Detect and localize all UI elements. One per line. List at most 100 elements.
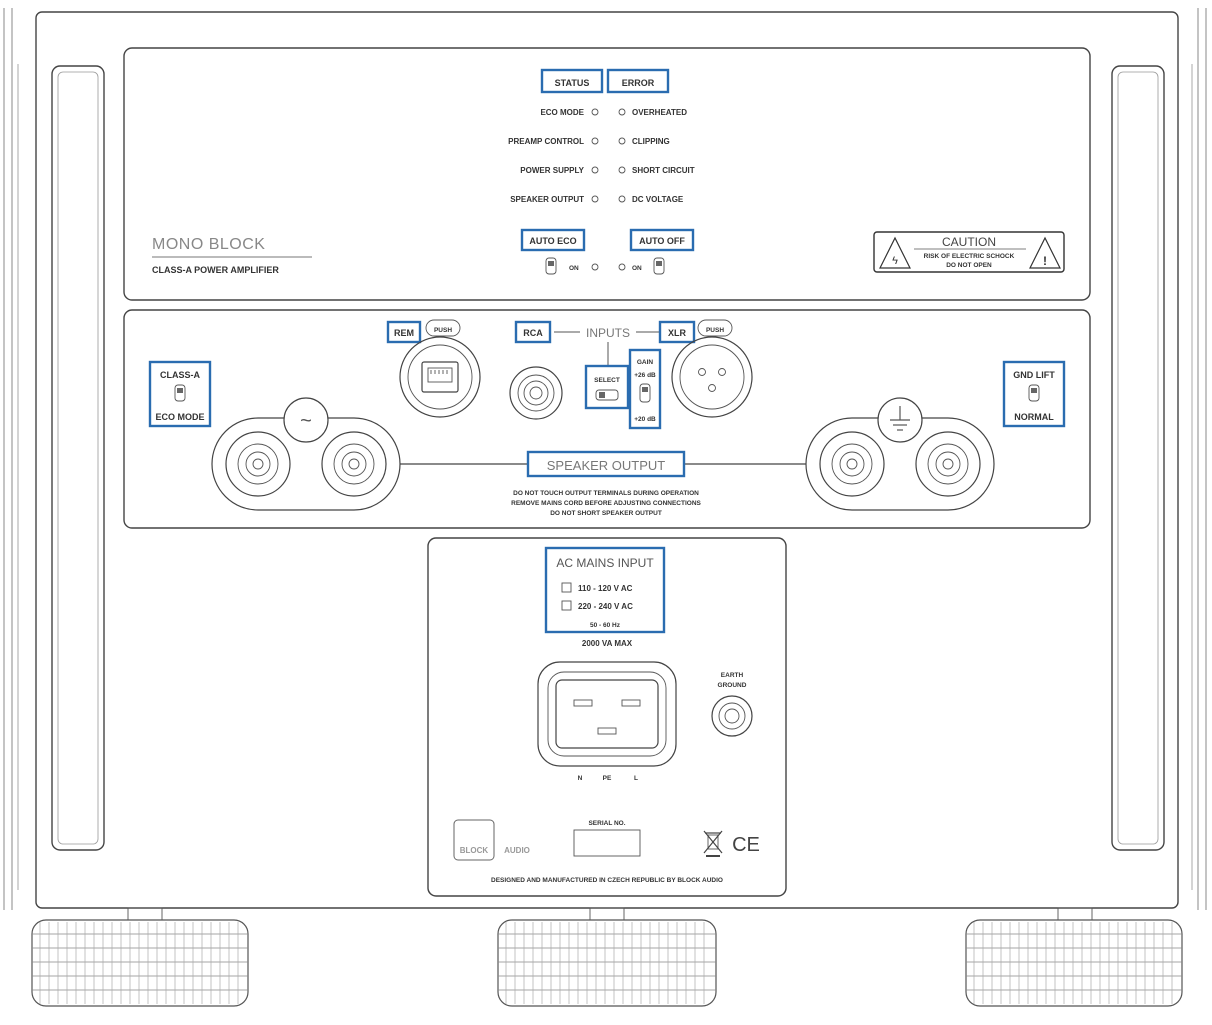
status-item-preamp-control: PREAMP CONTROL: [508, 137, 584, 146]
xlr-push-label: PUSH: [706, 327, 724, 334]
class-a-highlight-box: [148, 360, 212, 428]
status-led-speaker-output: [591, 195, 599, 203]
error-led-short-circuit: [618, 166, 626, 174]
weee-bin-icon: [703, 830, 723, 857]
select-highlight-box: [584, 364, 630, 410]
rem-label: REM: [394, 328, 414, 338]
status-led-preamp-control: [591, 137, 599, 145]
error-label: ERROR: [622, 78, 655, 88]
gnd-lift-toggle-switch[interactable]: [1028, 384, 1040, 402]
auto-eco-toggle-switch[interactable]: [545, 257, 557, 275]
right-speaker-terminals: [805, 397, 995, 511]
speaker-binding-post-right-1[interactable]: [819, 431, 885, 497]
gain-high-label: +26 dB: [634, 372, 656, 379]
voltage-option-2-checkbox[interactable]: [561, 600, 572, 611]
gain-highlight-box: [628, 348, 662, 430]
caution-label: ϟ ! CAUTION RISK OF ELECTRIC SCHOCK DO N…: [873, 231, 1065, 273]
error-highlight-box: [606, 68, 670, 94]
select-label: SELECT: [594, 377, 620, 384]
speaker-binding-post-left-1[interactable]: [225, 431, 291, 497]
ac-mains-title: AC MAINS INPUT: [556, 556, 654, 570]
rca-highlight-box: [514, 320, 552, 344]
rca-input-jack[interactable]: [509, 366, 563, 420]
caution-title: CAUTION: [942, 235, 996, 249]
speaker-output-highlight-box: [526, 450, 686, 478]
status-label: STATUS: [555, 78, 590, 88]
earth-label-line-2: GROUND: [718, 682, 747, 689]
class-a-eco-toggle-switch[interactable]: [174, 384, 186, 402]
io-panel: CLASS-A ECO MODE GND LIFT NORMAL ~: [123, 309, 1091, 529]
pin-pe-label: PE: [603, 775, 612, 782]
status-highlight-box: [540, 68, 604, 94]
gain-low-label: +20 dB: [634, 416, 656, 423]
gnd-lift-label: GND LIFT: [1013, 370, 1055, 380]
eco-mode-label: ECO MODE: [155, 412, 204, 422]
auto-off-label: AUTO OFF: [639, 236, 685, 246]
rem-push-label: PUSH: [434, 327, 452, 334]
logo-block-text: BLOCK: [460, 846, 489, 855]
brand-title: MONO BLOCK: [152, 236, 265, 253]
foot-left: [31, 907, 249, 1007]
gain-toggle-switch[interactable]: [639, 383, 651, 403]
auto-eco-label: AUTO ECO: [529, 236, 576, 246]
ce-mark-icon: CE: [732, 834, 760, 856]
foot-center: [497, 907, 717, 1007]
pin-n-label: N: [578, 775, 583, 782]
status-led-eco-mode: [591, 108, 599, 116]
warning-line-1: DO NOT TOUCH OUTPUT TERMINALS DURING OPE…: [513, 490, 699, 497]
status-item-eco-mode: ECO MODE: [540, 108, 584, 117]
xlr-input-jack[interactable]: [671, 336, 753, 418]
rem-ethernet-port[interactable]: [399, 336, 481, 418]
earth-label-line-1: EARTH: [721, 672, 744, 679]
auto-eco-on-label: ON: [569, 265, 579, 272]
auto-off-toggle-switch[interactable]: [653, 257, 665, 275]
xlr-push-tab[interactable]: PUSH: [697, 319, 733, 337]
voltage-option-1-checkbox[interactable]: [561, 582, 572, 593]
xlr-highlight-box: [658, 320, 696, 344]
status-led-power-supply: [591, 166, 599, 174]
caution-line-2: DO NOT OPEN: [946, 262, 992, 269]
error-item-short-circuit: SHORT CIRCUIT: [632, 166, 695, 175]
left-handle: [51, 65, 105, 851]
frequency-label: 50 - 60 Hz: [590, 622, 621, 629]
normal-label: NORMAL: [1014, 412, 1054, 422]
iec-power-inlet[interactable]: [537, 661, 677, 767]
speaker-output-label: SPEAKER OUTPUT: [547, 458, 666, 473]
serial-number-field: [573, 829, 641, 857]
speaker-binding-post-left-2[interactable]: [321, 431, 387, 497]
max-power-label: 2000 VA MAX: [582, 639, 633, 648]
status-panel: STATUS ERROR ECO MODE PREAMP CONTROL POW…: [123, 47, 1091, 301]
speaker-binding-post-right-2[interactable]: [915, 431, 981, 497]
voltage-option-1-label: 110 - 120 V AC: [578, 584, 633, 593]
error-item-clipping: CLIPPING: [632, 137, 670, 146]
manufacturer-footer: DESIGNED AND MANUFACTURED IN CZECH REPUB…: [491, 877, 723, 884]
lightning-warning-icon: [879, 236, 911, 269]
earth-ground-terminal[interactable]: [711, 695, 753, 737]
error-item-overheated: OVERHEATED: [632, 108, 687, 117]
serial-number-label: SERIAL NO.: [588, 820, 625, 827]
error-led-dc-voltage: [618, 195, 626, 203]
class-a-label: CLASS-A: [160, 370, 200, 380]
pin-l-label: L: [634, 775, 638, 782]
auto-eco-highlight-box: [520, 228, 586, 252]
auto-eco-led: [591, 263, 599, 271]
ground-icon: [890, 406, 910, 431]
rem-push-tab[interactable]: PUSH: [425, 319, 461, 337]
exclamation-warning-icon: [1029, 236, 1061, 269]
warning-line-2: REMOVE MAINS CORD BEFORE ADJUSTING CONNE…: [511, 500, 701, 507]
warning-line-3: DO NOT SHORT SPEAKER OUTPUT: [550, 510, 662, 517]
xlr-label: XLR: [668, 328, 687, 338]
svg-text:ϟ: ϟ: [892, 255, 898, 267]
ac-sine-icon: ~: [300, 410, 312, 432]
rca-label: RCA: [523, 328, 543, 338]
caution-line-1: RISK OF ELECTRIC SCHOCK: [924, 253, 1015, 260]
voltage-option-2-label: 220 - 240 V AC: [578, 602, 633, 611]
left-speaker-terminals: ~: [211, 397, 401, 511]
auto-off-on-label: ON: [632, 265, 642, 272]
input-select-switch[interactable]: [595, 389, 619, 401]
gnd-lift-highlight-box: [1002, 360, 1066, 428]
block-audio-logo: BLOCK AUDIO: [453, 819, 530, 861]
svg-text:!: !: [1043, 254, 1047, 268]
right-handle: [1111, 65, 1165, 851]
